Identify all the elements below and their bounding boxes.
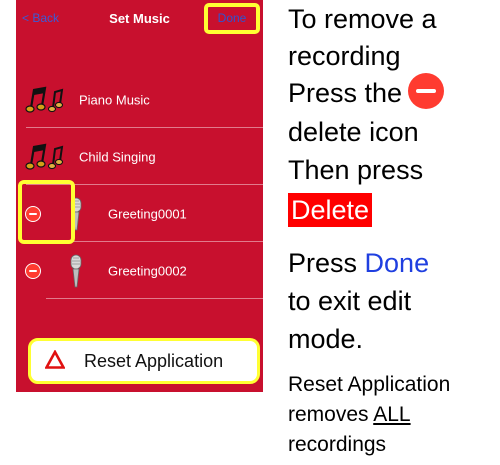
delete-icon[interactable]	[25, 206, 41, 222]
instruction-line: Press Done	[288, 244, 429, 282]
reset-application-button[interactable]: Reset Application	[28, 338, 260, 384]
instruction-line: delete icon	[288, 117, 419, 147]
delete-icon-highlight	[18, 180, 75, 244]
done-button[interactable]: Done	[204, 3, 260, 34]
instruction-text: removes	[288, 403, 369, 426]
instruction-line: recording	[288, 41, 401, 71]
music-notes-icon	[25, 86, 64, 113]
instruction-text: Press the	[288, 78, 403, 108]
row-divider	[46, 241, 263, 242]
reset-application-label: Reset Application	[84, 351, 224, 371]
microphone-icon	[70, 254, 82, 288]
instruction-text: Press	[288, 248, 358, 278]
row-divider	[46, 298, 263, 299]
instruction-line: removes ALL	[288, 401, 411, 428]
back-button[interactable]: < Back	[22, 11, 60, 25]
app-panel: < Back Set Music Done Piano Music	[16, 0, 263, 392]
instruction-line: Then press	[288, 155, 424, 185]
row-divider	[26, 184, 263, 185]
row-divider	[26, 127, 263, 128]
instruction-line: Delete	[288, 191, 373, 229]
page-title: Set Music	[109, 11, 170, 26]
music-notes-icon	[25, 143, 64, 170]
done-word: Done	[364, 248, 430, 278]
instruction-line: Reset Application	[288, 373, 451, 396]
instruction-line: to exit edit	[288, 286, 412, 316]
nav-bar: < Back Set Music Done	[16, 0, 263, 40]
all-word: ALL	[373, 403, 411, 426]
list-item-greeting0002[interactable]: Greeting0002	[16, 242, 263, 299]
instruction-line: recordings	[288, 433, 387, 456]
list-item-label: Greeting0002	[108, 263, 187, 278]
list-item-label: Greeting0001	[108, 206, 187, 221]
list-item-piano-music[interactable]: Piano Music	[16, 71, 263, 128]
delete-icon	[408, 72, 445, 109]
instruction-line: mode.	[288, 324, 364, 354]
list-item-child-singing[interactable]: Child Singing	[16, 128, 263, 185]
warning-triangle-icon	[45, 350, 65, 369]
delete-word-badge: Delete	[288, 193, 373, 227]
list-item-label: Child Singing	[79, 149, 156, 164]
list-item-label: Piano Music	[79, 92, 150, 107]
instruction-line: To remove a	[288, 4, 437, 34]
instruction-line: Press the	[288, 72, 445, 113]
delete-icon[interactable]	[25, 263, 41, 279]
